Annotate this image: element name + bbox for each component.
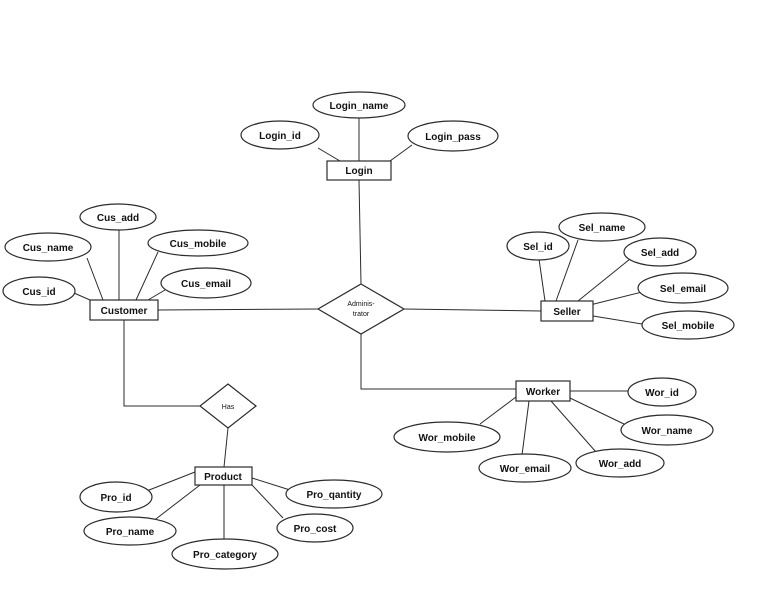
attr-login-name-label: Login_name bbox=[330, 101, 389, 112]
attr-cus-add-label: Cus_add bbox=[97, 213, 139, 224]
connector-sel-email bbox=[589, 291, 643, 306]
attr-pro-cost: Pro_cost bbox=[276, 513, 354, 543]
connector-cus-id bbox=[73, 292, 91, 301]
relationship-administrator: Adminis- trator bbox=[316, 283, 406, 335]
attr-pro-qantity-label: Pro_qantity bbox=[306, 490, 361, 501]
entity-seller-label: Seller bbox=[553, 307, 580, 318]
entity-product-label: Product bbox=[204, 472, 242, 483]
attr-pro-category: Pro_category bbox=[171, 538, 279, 570]
attr-cus-mobile: Cus_mobile bbox=[147, 229, 249, 257]
connector-cus-name bbox=[86, 257, 104, 301]
attr-cus-id-label: Cus_id bbox=[22, 287, 55, 298]
connectors bbox=[73, 118, 643, 540]
attr-wor-email-label: Wor_email bbox=[500, 464, 551, 475]
connector-wor-email bbox=[521, 400, 530, 456]
attr-wor-mobile-label: Wor_mobile bbox=[418, 433, 475, 444]
attr-pro-name-label: Pro_name bbox=[106, 527, 155, 538]
entity-customer-label: Customer bbox=[101, 306, 148, 317]
connector-login-pass bbox=[389, 144, 413, 162]
attr-login-pass: Login_pass bbox=[407, 120, 499, 152]
connector-pro-id bbox=[143, 471, 196, 493]
connector-wor-name bbox=[569, 397, 627, 426]
attr-wor-id: Wor_id bbox=[627, 377, 697, 407]
entity-product: Product bbox=[194, 466, 253, 486]
entity-login-label: Login bbox=[345, 166, 372, 177]
connector-administrator-customer bbox=[157, 308, 319, 311]
attr-sel-email-label: Sel_email bbox=[660, 284, 706, 295]
attr-pro-qantity: Pro_qantity bbox=[285, 479, 383, 509]
attr-wor-add-label: Wor_add bbox=[599, 459, 642, 470]
attr-cus-mobile-label: Cus_mobile bbox=[170, 239, 227, 250]
entity-worker-label: Worker bbox=[526, 387, 560, 398]
attr-sel-name: Sel_name bbox=[558, 212, 646, 242]
connector-cus-mobile bbox=[135, 251, 159, 301]
attr-wor-email: Wor_email bbox=[478, 453, 572, 483]
relationship-has-label: Has bbox=[222, 404, 235, 411]
attr-cus-email-label: Cus_email bbox=[181, 279, 231, 290]
attr-cus-name: Cus_name bbox=[4, 232, 92, 262]
connector-pro-name bbox=[151, 484, 201, 523]
connector-cus-email bbox=[147, 289, 166, 301]
connector-pro-qantity bbox=[251, 477, 291, 491]
connector-customer-has bbox=[123, 320, 200, 407]
attr-pro-cost-label: Pro_cost bbox=[294, 524, 337, 535]
attr-login-id: Login_id bbox=[240, 120, 320, 150]
attr-login-pass-label: Login_pass bbox=[425, 132, 481, 143]
attr-sel-id-label: Sel_id bbox=[523, 242, 552, 253]
connector-administrator-worker bbox=[360, 334, 516, 390]
attr-wor-name: Wor_name bbox=[620, 414, 714, 446]
attr-cus-email: Cus_email bbox=[160, 267, 252, 299]
attr-wor-add: Wor_add bbox=[575, 448, 665, 478]
attr-pro-name: Pro_name bbox=[83, 516, 177, 546]
relationship-administrator-line2: trator bbox=[353, 311, 370, 318]
entity-login: Login bbox=[326, 160, 392, 181]
connector-sel-mobile bbox=[592, 315, 643, 325]
connector-wor-mobile bbox=[479, 396, 517, 425]
connector-sel-name bbox=[555, 239, 579, 302]
entity-worker: Worker bbox=[515, 380, 571, 402]
attr-sel-add: Sel_add bbox=[623, 237, 697, 267]
connector-login-administrator bbox=[358, 179, 362, 285]
attr-sel-mobile-label: Sel_mobile bbox=[662, 321, 715, 332]
connector-administrator-seller bbox=[403, 308, 542, 312]
attr-sel-add-label: Sel_add bbox=[641, 248, 679, 259]
connector-login-id bbox=[317, 147, 341, 162]
connector-wor-add bbox=[550, 400, 597, 453]
connector-sel-add bbox=[577, 258, 631, 302]
attr-pro-id-label: Pro_id bbox=[100, 493, 131, 504]
connector-pro-cost bbox=[251, 484, 284, 519]
attr-cus-name-label: Cus_name bbox=[23, 243, 74, 254]
connector-has-product bbox=[223, 427, 229, 468]
attr-wor-id-label: Wor_id bbox=[645, 388, 679, 399]
entity-customer: Customer bbox=[89, 299, 159, 321]
attr-sel-id: Sel_id bbox=[506, 231, 570, 261]
attr-cus-id: Cus_id bbox=[2, 276, 76, 306]
attr-pro-category-label: Pro_category bbox=[193, 550, 257, 561]
entity-seller: Seller bbox=[540, 300, 594, 322]
attr-wor-name-label: Wor_name bbox=[642, 426, 693, 437]
relationship-has: Has bbox=[199, 383, 257, 429]
relationship-administrator-line1: Adminis- bbox=[347, 301, 375, 308]
attr-sel-name-label: Sel_name bbox=[579, 223, 626, 234]
attr-login-id-label: Login_id bbox=[259, 131, 301, 142]
attr-sel-email: Sel_email bbox=[637, 272, 729, 304]
attr-sel-mobile: Sel_mobile bbox=[641, 310, 735, 340]
attr-login-name: Login_name bbox=[312, 91, 406, 119]
attr-wor-mobile: Wor_mobile bbox=[393, 421, 501, 453]
connector-sel-id bbox=[538, 258, 546, 302]
attr-pro-id: Pro_id bbox=[79, 481, 153, 513]
attr-cus-add: Cus_add bbox=[79, 203, 157, 231]
